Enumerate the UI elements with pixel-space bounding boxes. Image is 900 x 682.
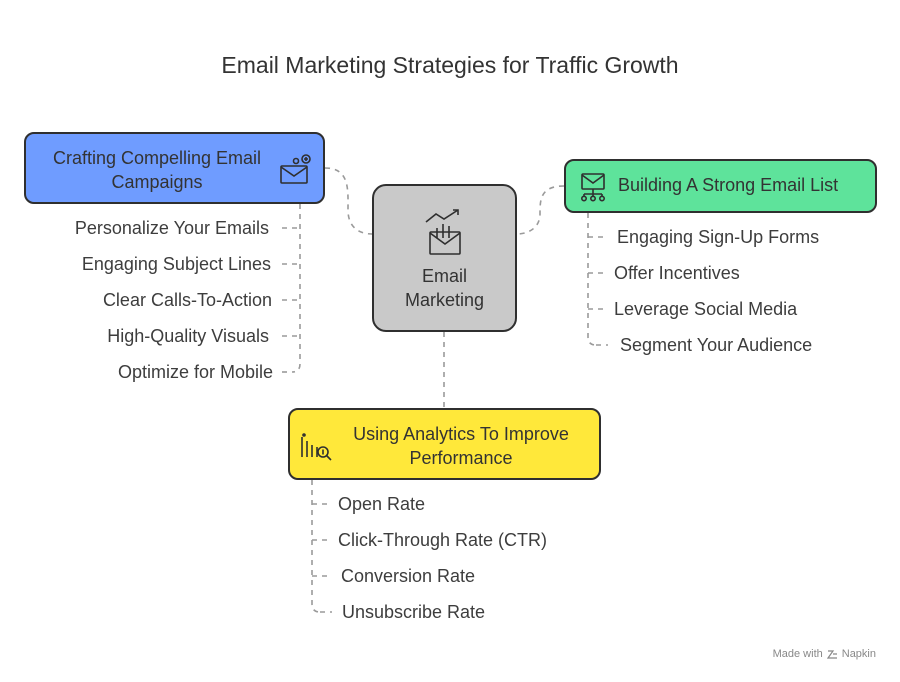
left-item-3: Clear Calls-To-Action	[102, 290, 272, 310]
napkin-watermark: Made with Napkin	[772, 648, 876, 660]
branch-label: Building A Strong Email List	[618, 175, 839, 195]
bottom-item-2: Click-Through Rate (CTR)	[338, 530, 548, 550]
branch-using-analytics: Using Analytics To Improve Performance	[288, 408, 601, 480]
branch-crafting-campaigns: Crafting Compelling Email Campaigns	[24, 132, 325, 204]
left-item-5: Optimize for Mobile	[117, 362, 273, 382]
left-item-1: Personalize Your Emails	[74, 218, 269, 238]
center-email-marketing: Email Marketing	[372, 184, 517, 332]
bottom-item-4: Unsubscribe Rate	[342, 602, 486, 622]
page-title: Email Marketing Strategies for Traffic G…	[221, 52, 679, 78]
left-item-2: Engaging Subject Lines	[81, 254, 271, 274]
email-growth-icon	[425, 209, 461, 255]
left-item-4: High-Quality Visuals	[107, 326, 269, 346]
napkin-logo-icon	[826, 649, 837, 659]
right-item-1: Engaging Sign-Up Forms	[617, 227, 820, 247]
right-item-4: Segment Your Audience	[620, 335, 813, 355]
right-item-2: Offer Incentives	[614, 263, 740, 283]
branch-building-list: Building A Strong Email List	[564, 159, 877, 213]
email-list-icon	[580, 173, 605, 202]
bottom-item-1: Open Rate	[338, 494, 426, 514]
right-item-3: Leverage Social Media	[614, 299, 798, 319]
branch-label: Crafting Compelling Email Campaigns	[52, 148, 262, 192]
bottom-item-3: Conversion Rate	[341, 566, 476, 586]
analytics-icon	[301, 433, 332, 461]
center-label: Email Marketing	[404, 266, 485, 310]
branch-label: Using Analytics To Improve Performance	[353, 424, 569, 468]
email-campaign-icon	[280, 154, 311, 184]
